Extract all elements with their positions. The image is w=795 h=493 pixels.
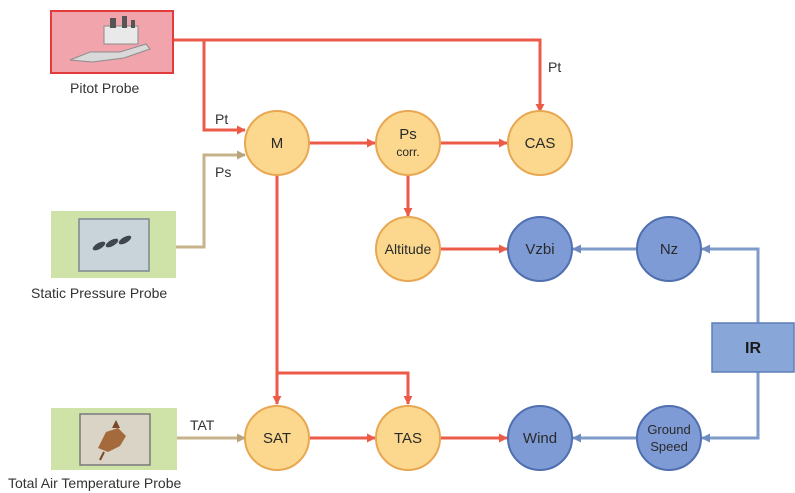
node-wind-label: Wind <box>523 430 557 447</box>
node-cas: CAS <box>507 110 573 176</box>
pitot-probe: Pitot Probe <box>50 10 174 96</box>
node-sat: SAT <box>244 405 310 471</box>
node-ps-corr-label-1: Ps <box>399 126 417 143</box>
node-m-label: M <box>271 135 284 152</box>
static-to-m-line <box>176 150 246 249</box>
ir-unit: IR <box>711 322 795 373</box>
tat-sensor-icon <box>98 420 126 461</box>
ir-to-nz-line <box>701 244 760 323</box>
pt-m-label: Pt <box>215 111 228 127</box>
static-ports-icon <box>92 235 132 251</box>
ir-label: IR <box>745 340 761 357</box>
pitot-to-m-line <box>174 38 246 135</box>
ir-box <box>711 322 795 373</box>
node-wind: Wind <box>507 405 573 471</box>
node-ground-speed-label-2: Speed <box>650 439 688 454</box>
node-nz-label: Nz <box>660 241 678 258</box>
node-vzbi-label: Vzbi <box>525 241 554 258</box>
static-probe-caption: Static Pressure Probe <box>31 285 167 301</box>
ir-to-groundspeed-line <box>701 372 760 443</box>
node-ground-speed-label-1: Ground <box>647 422 690 437</box>
pt-top-label: Pt <box>548 59 561 75</box>
tat-probe-caption: Total Air Temperature Probe <box>8 475 181 491</box>
tat-probe: Total Air Temperature Probe <box>8 408 181 491</box>
blue-connectors <box>572 244 760 443</box>
node-altitude: Altitude <box>375 216 441 282</box>
node-cas-label: CAS <box>525 135 556 152</box>
pitot-probe-image <box>69 16 151 63</box>
tan-connectors <box>176 150 246 443</box>
node-nz: Nz <box>636 216 702 282</box>
node-ground-speed: Ground Speed <box>636 405 702 471</box>
ps-m-label: Ps <box>215 164 231 180</box>
node-tas: TAS <box>375 405 441 471</box>
tat-label: TAT <box>190 417 215 433</box>
node-altitude-label: Altitude <box>385 241 432 257</box>
node-m: M <box>244 110 310 176</box>
pitot-probe-caption: Pitot Probe <box>70 80 139 96</box>
static-pressure-probe: Static Pressure Probe <box>31 211 176 301</box>
node-ps-corr-label-2: corr. <box>396 145 419 159</box>
pitot-to-cas-line <box>204 38 545 113</box>
node-vzbi: Vzbi <box>507 216 573 282</box>
node-sat-label: SAT <box>263 430 291 447</box>
red-connectors <box>174 38 545 443</box>
m-to-tas-line <box>277 371 413 405</box>
node-tas-label: TAS <box>394 430 422 447</box>
node-ps-corr: Ps corr. <box>375 110 441 176</box>
